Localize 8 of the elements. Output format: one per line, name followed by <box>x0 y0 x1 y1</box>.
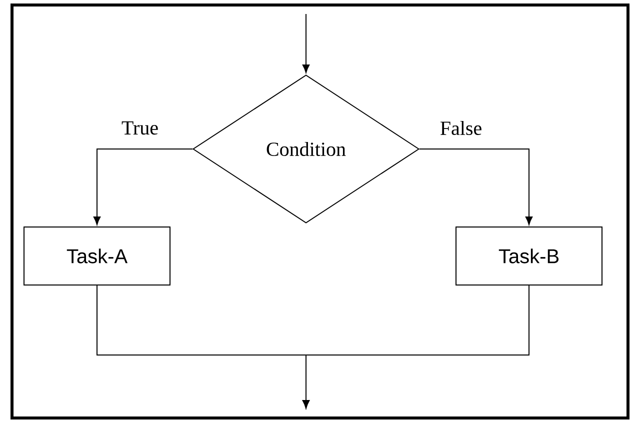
process-box: Task-A <box>24 226 170 286</box>
edge-label: False <box>440 120 482 136</box>
process-box: Task-B <box>456 226 602 286</box>
arrow <box>302 285 530 409</box>
arrow <box>302 14 310 74</box>
edge-label: True <box>122 121 158 135</box>
arrow <box>93 148 193 226</box>
arrow <box>419 148 533 226</box>
